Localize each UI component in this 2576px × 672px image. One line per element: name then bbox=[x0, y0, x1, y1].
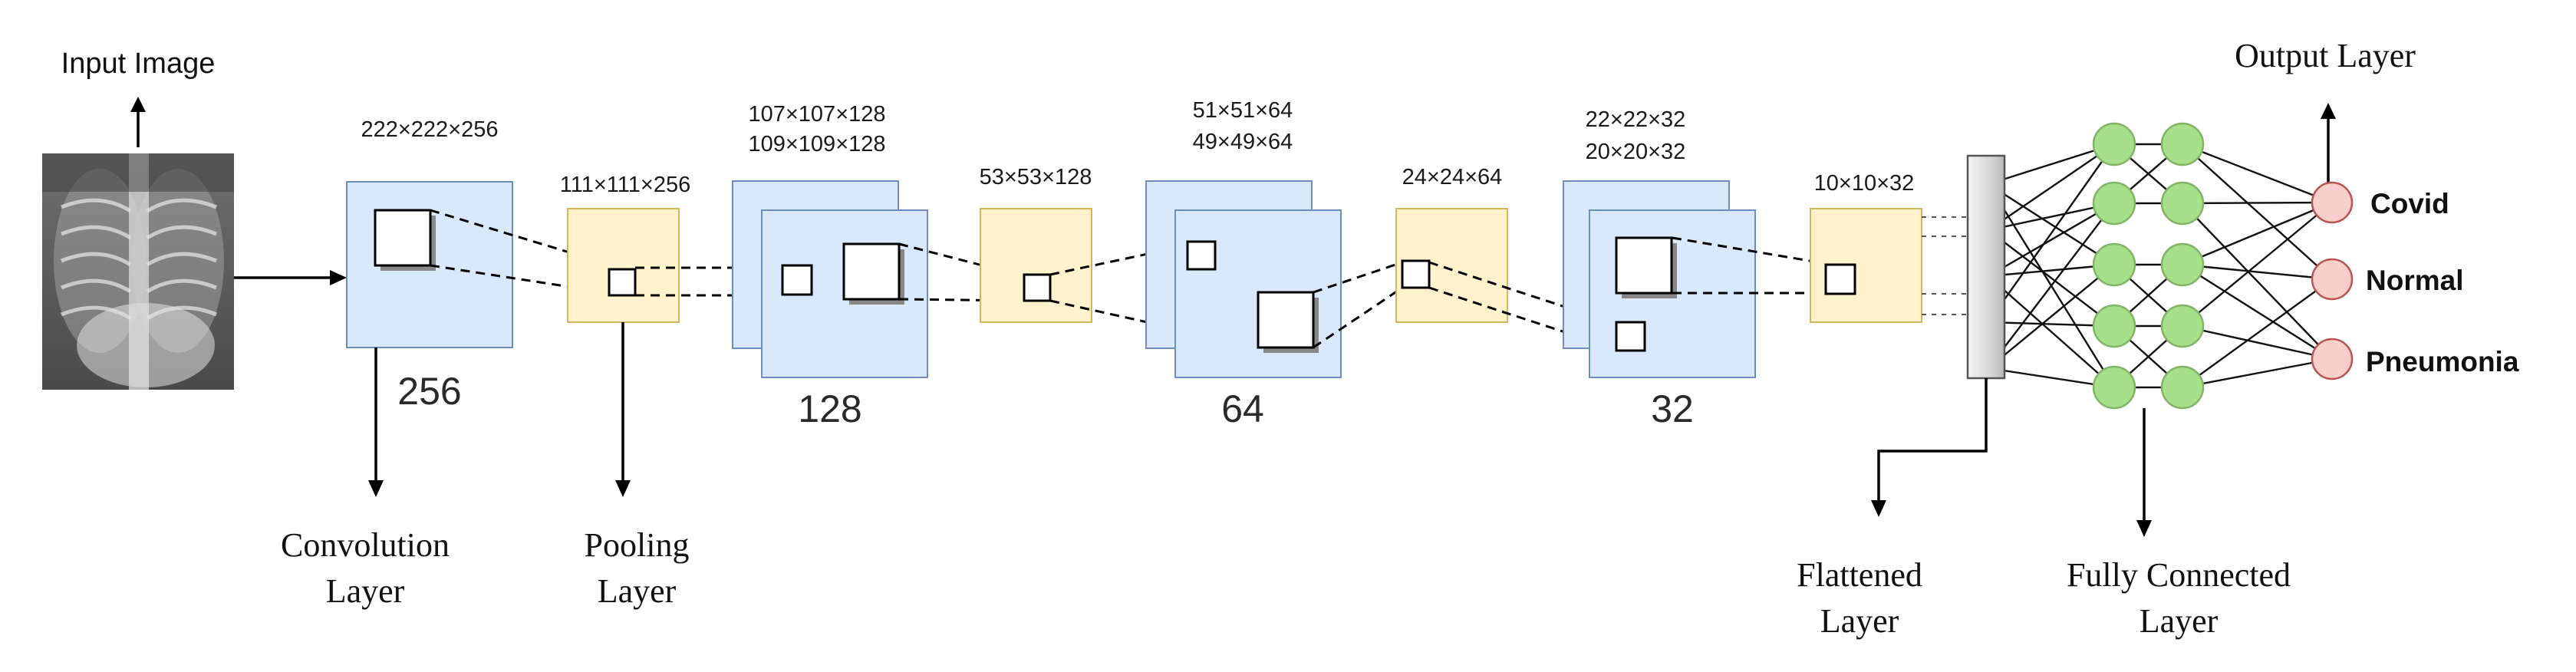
pool4-dims: 10×10×32 bbox=[1814, 171, 1915, 196]
conv4-kernel bbox=[1615, 236, 1673, 295]
hidden-node bbox=[2092, 122, 2136, 166]
conv3-dims-top: 51×51×64 bbox=[1193, 98, 1293, 123]
flattened-layer-label-1: Flattened bbox=[1797, 556, 1922, 594]
pool1-feature-map bbox=[567, 208, 680, 323]
conv3-small-kernel bbox=[1186, 240, 1217, 271]
output-label-normal: Normal bbox=[2366, 265, 2463, 296]
fully-connected-label-2: Layer bbox=[2140, 602, 2219, 640]
pool1-kernel bbox=[608, 268, 637, 297]
conv4-dims-top: 22×22×32 bbox=[1586, 107, 1686, 132]
convolution-layer-label-1: Convolution bbox=[281, 526, 450, 564]
convolution-layer-arrow bbox=[368, 348, 384, 497]
pool2-dims: 53×53×128 bbox=[980, 165, 1092, 189]
output-node-covid bbox=[2311, 181, 2354, 224]
hidden-node bbox=[2092, 304, 2136, 348]
hidden-node bbox=[2092, 181, 2136, 226]
hidden-node bbox=[2160, 304, 2205, 348]
conv3-kernel bbox=[1257, 291, 1315, 349]
conv1-depth: 256 bbox=[397, 370, 461, 413]
output-up-arrow bbox=[2321, 103, 2336, 184]
output-node-normal bbox=[2311, 258, 2354, 301]
conv4-depth: 32 bbox=[1651, 387, 1694, 430]
conv2-dims-top: 107×107×128 bbox=[748, 102, 885, 127]
output-node-pneumonia bbox=[2311, 338, 2354, 380]
convolution-layer-label-2: Layer bbox=[326, 572, 405, 610]
input-up-arrow bbox=[130, 97, 146, 147]
conv4-small-kernel bbox=[1615, 321, 1646, 352]
pool1-dims: 111×111×256 bbox=[560, 173, 690, 197]
pool2-kernel bbox=[1023, 273, 1052, 302]
pooling-layer-label-2: Layer bbox=[598, 572, 677, 610]
hidden-layer-2 bbox=[2160, 122, 2205, 410]
pooling-layer-label-1: Pooling bbox=[585, 526, 690, 564]
conv3-depth: 64 bbox=[1221, 387, 1264, 430]
flattened-layer-label-2: Layer bbox=[1820, 602, 1899, 640]
pool3-kernel bbox=[1401, 259, 1431, 289]
conv2-dims-bottom: 109×109×128 bbox=[748, 132, 885, 156]
hidden-node bbox=[2160, 242, 2205, 287]
hidden-node bbox=[2160, 181, 2205, 226]
hidden-layer-1 bbox=[2092, 122, 2136, 410]
chest-xray-icon bbox=[42, 153, 234, 390]
output-label-covid: Covid bbox=[2370, 188, 2449, 219]
input-to-conv-arrow bbox=[234, 270, 347, 285]
flattened-layer-bar bbox=[1966, 154, 2006, 380]
hidden-node bbox=[2092, 242, 2136, 287]
hidden-node bbox=[2092, 365, 2136, 410]
conv1-dims: 222×222×256 bbox=[361, 117, 498, 142]
pool3-dims: 24×24×64 bbox=[1402, 165, 1503, 189]
conv2-small-kernel bbox=[781, 264, 813, 296]
hidden-node bbox=[2160, 122, 2205, 166]
conv3-dims-bottom: 49×49×64 bbox=[1193, 130, 1293, 154]
flattened-layer-arrow bbox=[1871, 378, 1988, 517]
conv2-depth: 128 bbox=[798, 387, 861, 430]
conv1-kernel bbox=[374, 209, 432, 267]
output-label-pneumonia: Pneumonia bbox=[2366, 346, 2519, 377]
pool4-kernel bbox=[1824, 263, 1856, 295]
fully-connected-layer-arrow bbox=[2136, 408, 2152, 537]
conv2-kernel bbox=[842, 242, 901, 301]
input-image-label: Input Image bbox=[61, 48, 216, 80]
output-layer-label: Output Layer bbox=[2235, 37, 2416, 74]
pooling-layer-arrow bbox=[615, 322, 631, 497]
fully-connected-label-1: Fully Connected bbox=[2067, 556, 2291, 594]
network-edges bbox=[1987, 143, 2333, 389]
conv4-dims-bottom: 20×20×32 bbox=[1586, 140, 1686, 164]
hidden-node bbox=[2160, 365, 2205, 410]
pool2-feature-map bbox=[980, 208, 1092, 323]
